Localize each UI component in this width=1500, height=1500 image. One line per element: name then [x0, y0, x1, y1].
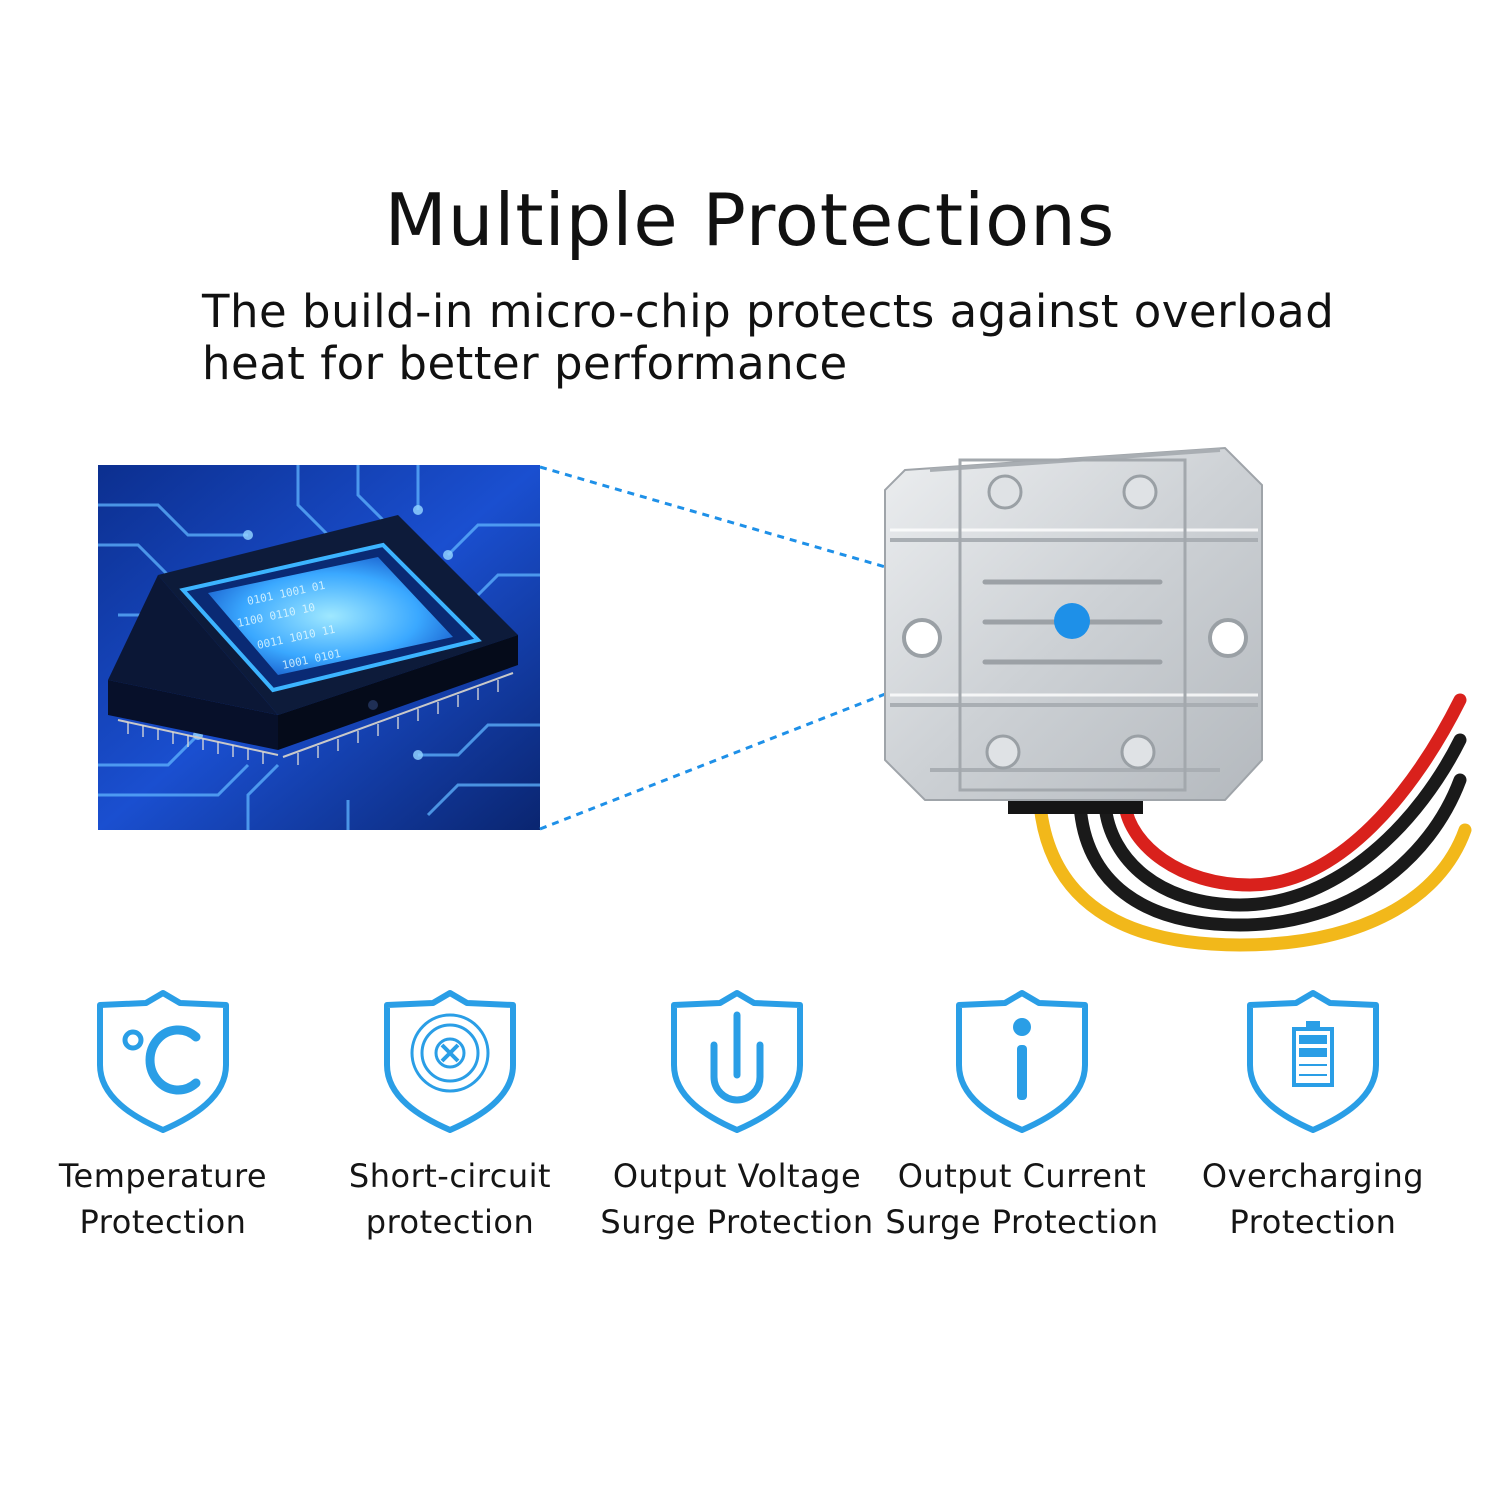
info-current-icon: [956, 990, 1088, 1133]
feature-label: Output Current Surge Protection: [885, 1157, 1159, 1241]
highlight-dot: [1054, 603, 1090, 639]
battery-icon: [1247, 990, 1379, 1133]
feature-label: Overcharging Protection: [1201, 1157, 1425, 1241]
feature-label: Temperature Protection: [58, 1157, 268, 1241]
microchip-image: 0101 1001 01 1100 0110 10 0011 1010 11 1…: [98, 465, 540, 830]
page-subtitle: The build-in micro-chip protects against…: [202, 285, 1335, 390]
feature-output-current: Output Current Surge Protection: [877, 985, 1167, 1245]
power-voltage-icon: [671, 990, 803, 1133]
thermometer-celsius-icon: [97, 990, 229, 1133]
feature-short-circuit: Short-circuit protection: [305, 985, 595, 1245]
feature-label: Short-circuit protection: [348, 1157, 552, 1241]
feature-label: Output Voltage Surge Protection: [600, 1157, 874, 1241]
feature-output-voltage: Output Voltage Surge Protection: [592, 985, 882, 1245]
feature-overcharging: Overcharging Protection: [1168, 985, 1458, 1245]
page-title: Multiple Protections: [384, 178, 1116, 262]
short-circuit-target-icon: [384, 990, 516, 1133]
converter-module-image: [884, 446, 1472, 952]
feature-temperature: Temperature Protection: [18, 985, 308, 1245]
